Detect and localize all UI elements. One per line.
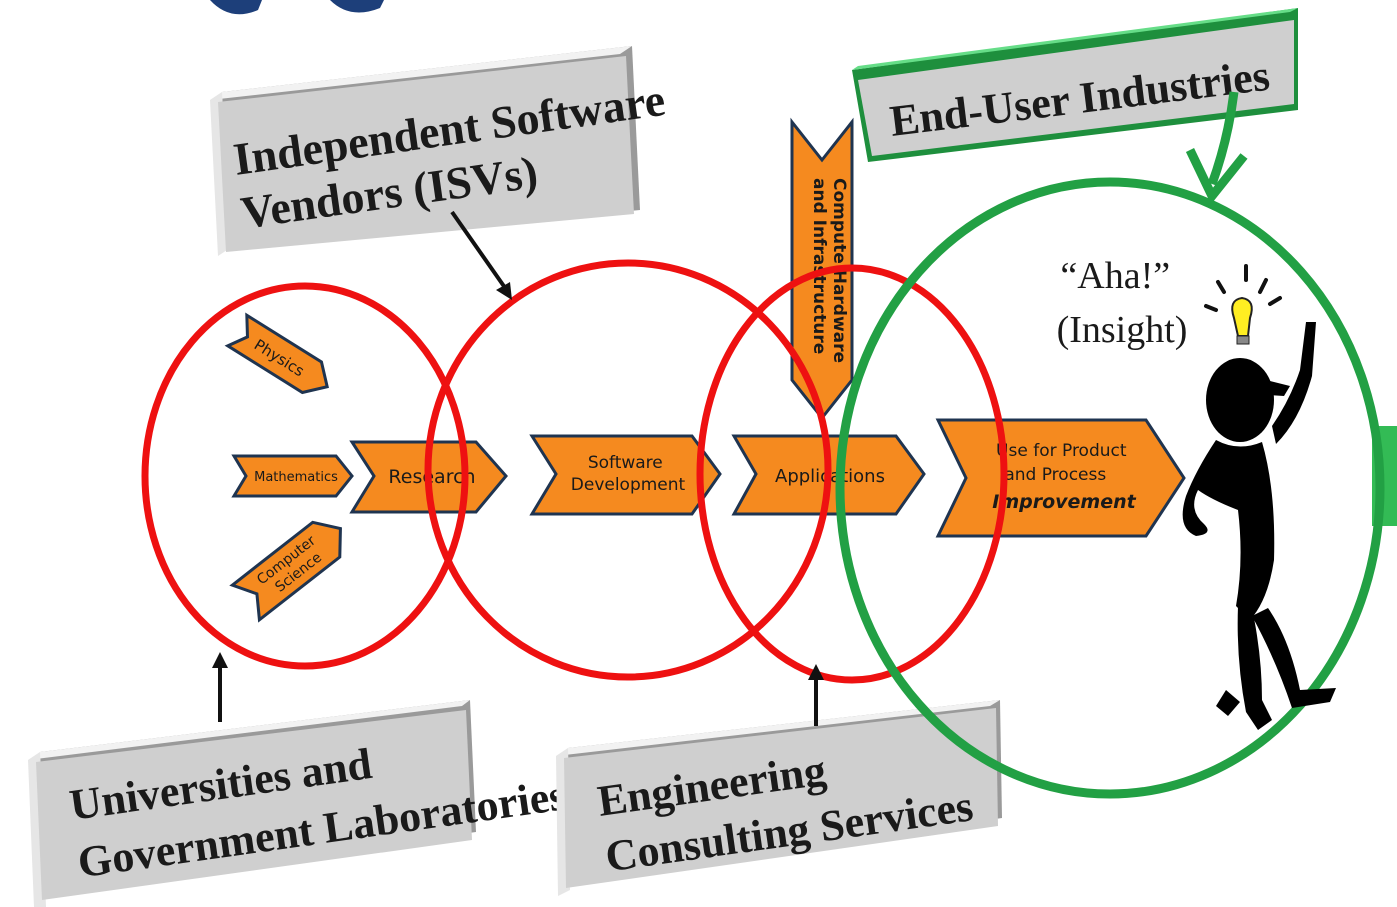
end-user-box: End-User Industries: [852, 8, 1298, 162]
software-development-chevron: Software Development: [529, 434, 722, 516]
mathematics-chevron: Mathematics: [231, 454, 354, 498]
engineering-box: Engineering Consulting Services: [556, 700, 1002, 896]
software-development-label: Software Development: [571, 453, 686, 495]
arrows: [212, 210, 824, 726]
research-label: Research: [388, 466, 475, 488]
light-bulb-icon: [1204, 264, 1282, 345]
cropped-title-fragment: [210, 0, 384, 15]
improvement-label: Use for Product and Process Improvement: [992, 441, 1136, 513]
improvement-chevron: Use for Product and Process Improvement: [935, 418, 1186, 538]
end-user-ring: [835, 177, 1385, 799]
mathematics-label: Mathematics: [254, 470, 338, 485]
universities-ring: [141, 282, 469, 670]
end-user-arrow: [1185, 91, 1248, 205]
isv-box: Independent Software Vendors (ISVs): [210, 46, 668, 256]
physics-chevron: Physics: [224, 312, 329, 395]
computer-science-chevron: Computer Science: [229, 520, 342, 623]
red-rings: [141, 259, 1008, 684]
thinking-person-figure: [1182, 322, 1336, 730]
universities-box: Universities and Government Laboratories: [28, 700, 569, 907]
insight-text: “Aha!” (Insight): [1057, 255, 1188, 351]
engineering-ring: [696, 264, 1008, 684]
isv-ring: [424, 259, 832, 681]
isv-arrow: [450, 210, 510, 294]
